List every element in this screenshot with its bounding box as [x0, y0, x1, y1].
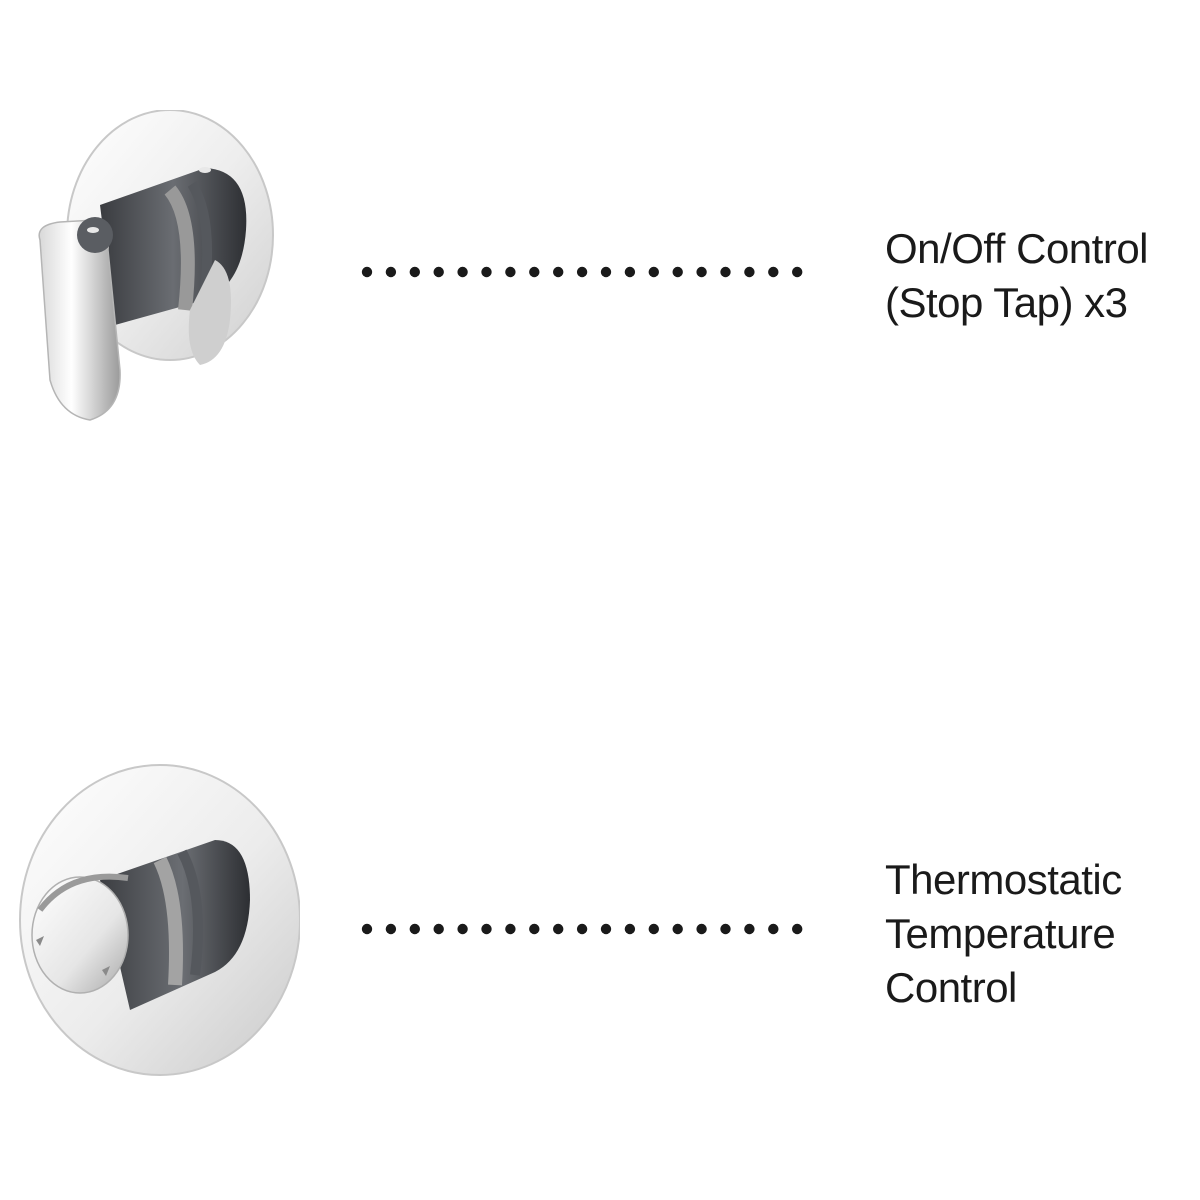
- label-line: Temperature: [885, 910, 1116, 957]
- leader-dot: [672, 923, 683, 935]
- leader-dot: [361, 923, 373, 935]
- lever-valve-image: [20, 109, 280, 440]
- leader-dot: [696, 266, 707, 278]
- label-line: Thermostatic: [885, 856, 1122, 903]
- leader-dot: [648, 266, 659, 278]
- leader-dot: [457, 266, 468, 278]
- leader-dot: [720, 266, 731, 278]
- leader-dot: [744, 266, 755, 278]
- leader-dot: [433, 923, 444, 935]
- leader-dot: [409, 266, 420, 278]
- leader-dot: [576, 266, 588, 278]
- thermostatic-valve-image: [10, 760, 301, 1090]
- leader-dot: [481, 266, 492, 278]
- label-line: (Stop Tap) x3: [885, 279, 1128, 326]
- leader-dot: [505, 923, 516, 935]
- leader-dot: [600, 923, 612, 935]
- leader-dot: [696, 923, 707, 935]
- thermostatic-control-label: Thermostatic Temperature Control: [885, 853, 1195, 1015]
- leader-dots-bottom: [361, 923, 803, 935]
- leader-dot: [624, 923, 636, 935]
- label-line: Control: [885, 964, 1017, 1011]
- leader-dot: [409, 923, 420, 935]
- label-line: On/Off Control: [885, 225, 1149, 272]
- leader-dot: [744, 923, 755, 935]
- leader-dot: [385, 266, 397, 278]
- leader-dot: [433, 266, 444, 278]
- leader-dot: [529, 266, 540, 278]
- leader-dot: [600, 266, 612, 278]
- leader-dot: [457, 923, 468, 935]
- leader-dot: [385, 923, 397, 935]
- leader-dot: [624, 266, 636, 278]
- leader-dot: [529, 923, 540, 935]
- thermostatic-valve-icon: [19, 764, 301, 1076]
- leader-dot: [505, 266, 516, 278]
- leader-dot: [553, 266, 564, 278]
- leader-dot: [576, 923, 588, 935]
- lever-valve-icon: [38, 109, 274, 421]
- leader-dot: [553, 923, 564, 935]
- leader-dot: [481, 923, 492, 935]
- leader-dot: [361, 266, 373, 278]
- leader-dot: [648, 923, 659, 935]
- leader-dot: [672, 266, 683, 278]
- on-off-control-label: On/Off Control (Stop Tap) x3: [885, 222, 1195, 330]
- leader-dot: [768, 923, 779, 935]
- leader-dot: [720, 923, 731, 935]
- leader-dot: [768, 266, 779, 278]
- leader-dots-top: [361, 266, 803, 278]
- leader-dot: [792, 923, 803, 935]
- leader-dot: [792, 266, 803, 278]
